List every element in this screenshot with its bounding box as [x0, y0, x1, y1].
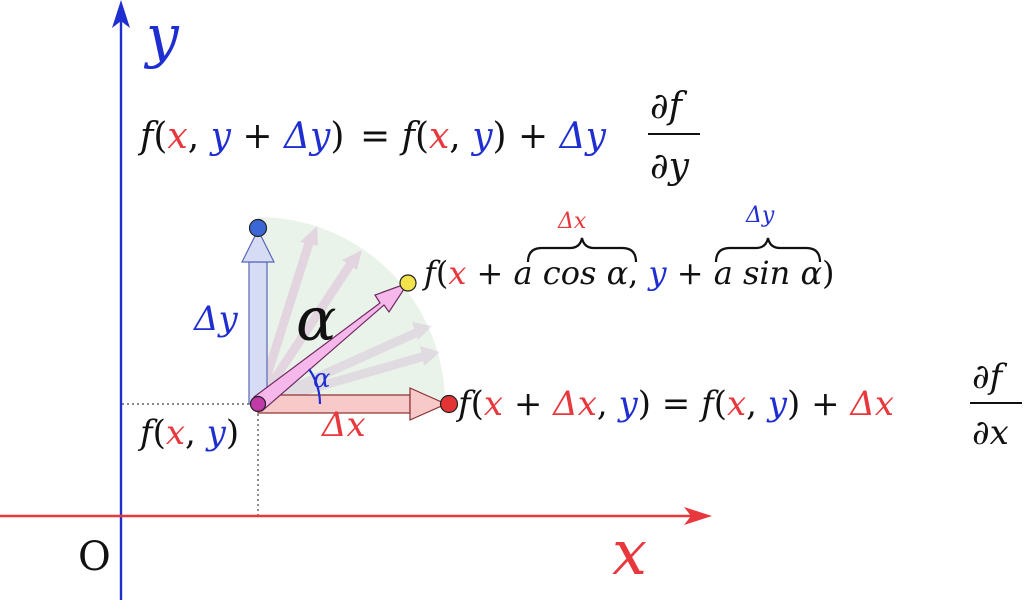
partial-f-numerator-x: ∂f — [972, 357, 1008, 397]
faint-arrowhead — [412, 322, 432, 340]
delta-x-arrowhead — [409, 387, 448, 421]
angle-alpha-arc — [308, 368, 322, 405]
alpha-large-label: α — [296, 285, 337, 355]
faint-arrowhead — [342, 250, 362, 270]
faint-arrowhead — [420, 346, 440, 366]
base-function-label: f(x, y) — [137, 413, 239, 453]
origin-point — [249, 395, 267, 413]
overbrace-delta-x-label: Δx — [557, 209, 587, 234]
delta-y-label: Δy — [192, 299, 239, 339]
direction-sector — [258, 217, 445, 404]
partial-x-denominator: ∂x — [972, 413, 1009, 453]
origin-label: O — [78, 534, 111, 580]
y-axis-arrowhead — [112, 0, 130, 28]
overbrace-a-sin — [714, 237, 822, 263]
overbrace-a-cos — [526, 237, 638, 263]
partial-y-denominator: ∂y — [650, 146, 690, 187]
delta-x-label: Δx — [320, 405, 366, 445]
equation-delta-y-rhs: = f(x, y) + Δy — [360, 116, 607, 157]
top-point — [248, 218, 268, 238]
diagonal-arrow — [253, 281, 410, 412]
delta-y-arrow-shaft — [248, 261, 268, 405]
y-axis-label: y — [143, 2, 180, 70]
faint-direction-arrows — [253, 226, 440, 409]
faint-arrowhead — [300, 226, 318, 246]
faint-arrow — [253, 257, 357, 409]
overbrace-delta-y-label: Δy — [745, 203, 775, 228]
delta-y-arrowhead — [241, 228, 275, 263]
x-axis-arrowhead — [684, 507, 712, 525]
right-point — [439, 394, 459, 414]
x-axis-label: x — [612, 516, 647, 589]
partial-f-numerator-y: ∂f — [650, 86, 688, 127]
diagonal-point — [399, 274, 417, 292]
alpha-small-label: α — [313, 364, 331, 394]
equation-delta-y-lhs: f(x, y + Δy) — [137, 116, 344, 157]
equation-delta-x: f(x + Δx, y) = f(x, y) + Δx — [455, 384, 894, 424]
equation-diagonal: f(x + a cos α, y + a sin α) — [422, 254, 835, 292]
